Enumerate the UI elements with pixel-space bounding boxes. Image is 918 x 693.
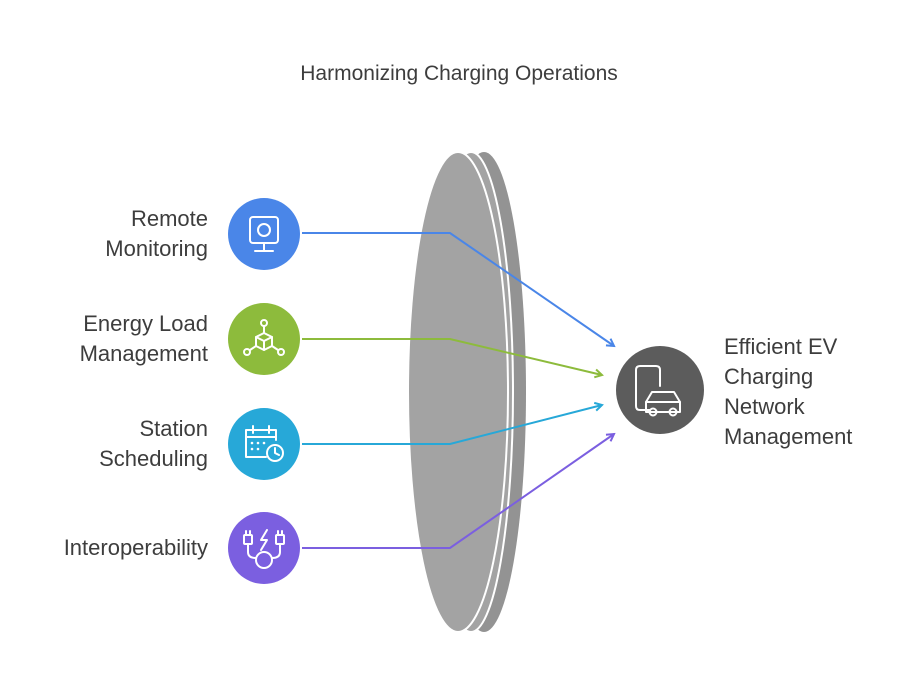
connector-energy-load — [302, 338, 602, 375]
lens — [407, 151, 526, 633]
node-interoperability — [228, 512, 300, 584]
label-interoperability: Interoperability — [63, 535, 208, 560]
node-remote-monitoring — [228, 198, 300, 270]
node-energy-load-management — [228, 303, 300, 375]
monitor-icon — [249, 216, 279, 252]
node-station-scheduling — [228, 408, 300, 480]
network-cube-icon — [243, 319, 285, 356]
calendar-clock-icon — [245, 425, 284, 462]
charging-plugs-icon — [243, 529, 285, 569]
diagram-title: Harmonizing Charging Operations — [300, 62, 618, 85]
label-remote-monitoring: Remote Monitoring — [105, 206, 208, 261]
node-output — [616, 346, 704, 434]
connector-remote-monitoring — [302, 232, 614, 346]
connector-interoperability — [302, 434, 614, 549]
connector-station-scheduling — [302, 405, 602, 445]
label-energy-load-management: Energy Load Management — [79, 311, 208, 366]
phone-car-icon — [635, 365, 681, 417]
label-station-scheduling: Station Scheduling — [99, 416, 208, 471]
label-output: Efficient EV Charging Network Management — [724, 334, 853, 449]
